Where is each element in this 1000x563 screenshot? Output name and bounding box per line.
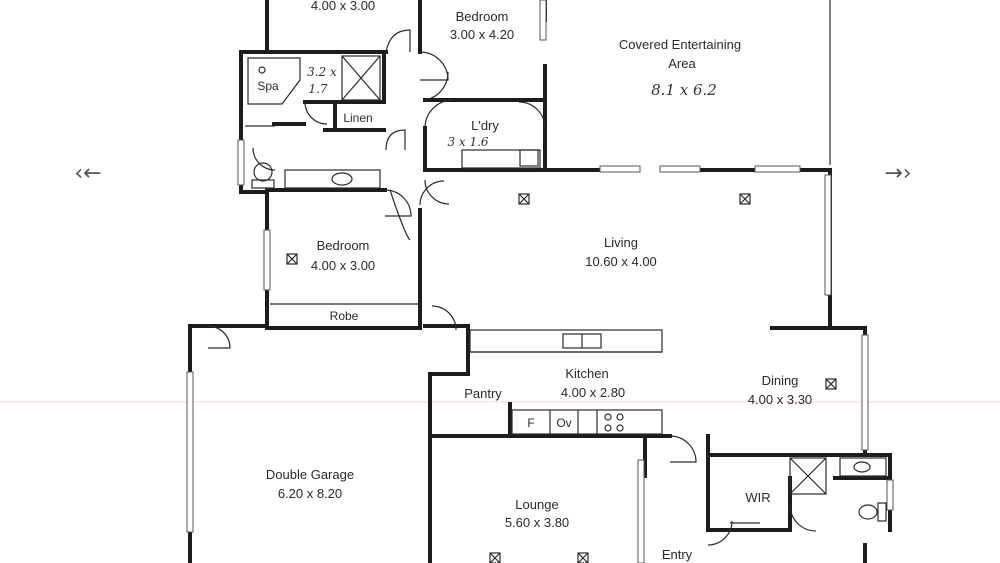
spa-hand-a: 3.2 x [307, 65, 337, 79]
covered-entertaining-area: Area [668, 56, 696, 71]
bedroom-top-left-dims: 4.00 x 3.00 [311, 0, 375, 13]
arrow-left-icon[interactable]: ‹← [74, 160, 102, 186]
covered-entertaining-hand-dims: 8.1 x 6.2 [651, 81, 717, 99]
oven-label: Ov [556, 416, 571, 430]
laundry-name: L'dry [471, 118, 499, 133]
arrow-right-icon[interactable]: →› [884, 160, 912, 186]
spa-hand-b: 1.7 [308, 82, 327, 96]
lounge-dims: 5.60 x 3.80 [505, 515, 569, 530]
doors [207, 29, 817, 546]
robe-name: Robe [330, 309, 359, 323]
kitchen-name: Kitchen [565, 366, 608, 381]
ceiling-light-icon [286, 193, 837, 563]
dining-dims: 4.00 x 3.30 [748, 392, 812, 407]
linen-name: Linen [343, 111, 372, 125]
covered-entertaining-name: Covered Entertaining [619, 37, 741, 52]
living-name: Living [604, 235, 638, 250]
garage-name: Double Garage [266, 467, 354, 482]
dining-name: Dining [762, 373, 799, 388]
bedroom-mid-name: Bedroom [317, 238, 370, 253]
bedroom-top-dims: 3.00 x 4.20 [450, 27, 514, 42]
entry-name: Entry [662, 547, 693, 562]
wir-name: WIR [745, 490, 770, 505]
windows [186, 0, 894, 563]
laundry-hand-dims: 3 x 1.6 [447, 135, 488, 149]
living-dims: 10.60 x 4.00 [585, 254, 657, 269]
room-labels: 4.00 x 3.00 Bedroom 3.00 x 4.20 Covered … [257, 0, 812, 562]
lounge-name: Lounge [515, 497, 558, 512]
kitchen-dims: 4.00 x 2.80 [561, 385, 625, 400]
fixtures [247, 55, 887, 522]
pantry-name: Pantry [464, 386, 502, 401]
fridge-label: F [527, 416, 534, 430]
garage-dims: 6.20 x 8.20 [278, 486, 342, 501]
spa-name: Spa [257, 79, 279, 93]
bedroom-top-name: Bedroom [456, 9, 509, 24]
bedroom-mid-dims: 4.00 x 3.00 [311, 258, 375, 273]
